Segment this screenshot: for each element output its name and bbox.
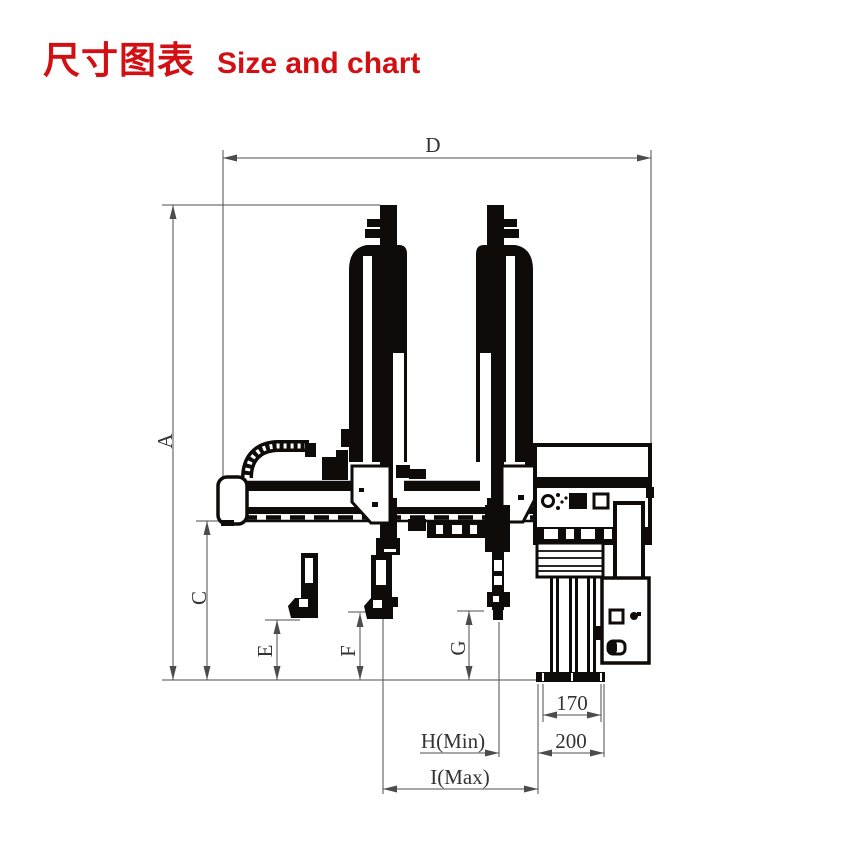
- dim-170-label: 170: [556, 691, 588, 715]
- machine-body: [533, 443, 654, 581]
- cable-chain: [241, 440, 348, 480]
- dim-g-label: G: [446, 640, 470, 655]
- sub-arm-unit: [408, 519, 488, 538]
- title-english: Size and chart: [217, 47, 421, 80]
- left-carriage: [350, 464, 392, 525]
- dim-imax-label: I(Max): [430, 765, 489, 789]
- dimension-labels: D A C E F G 170 H(Min) 200 I(Max): [153, 133, 588, 789]
- dim-a-label: A: [153, 433, 177, 449]
- dim-hmin-label: H(Min): [421, 729, 485, 753]
- robot-drawing: [216, 205, 654, 682]
- dimension-arrows: [169, 154, 651, 793]
- dim-d-label: D: [425, 133, 440, 157]
- base-stand: [535, 541, 605, 682]
- dim-e-label: E: [253, 645, 277, 658]
- right-arm-gripper: [485, 505, 510, 620]
- title-chinese: 尺寸图表: [43, 40, 195, 81]
- left-gripper: [288, 553, 318, 618]
- page-title: 尺寸图表 Size and chart: [43, 30, 420, 84]
- dim-f-label: F: [336, 645, 360, 657]
- right-vertical-arm: [476, 205, 534, 505]
- beam-clamp: [396, 465, 426, 479]
- control-box: [595, 576, 651, 665]
- middle-gripper: [364, 538, 400, 619]
- dim-200-label: 200: [555, 729, 587, 753]
- dim-c-label: C: [187, 591, 211, 605]
